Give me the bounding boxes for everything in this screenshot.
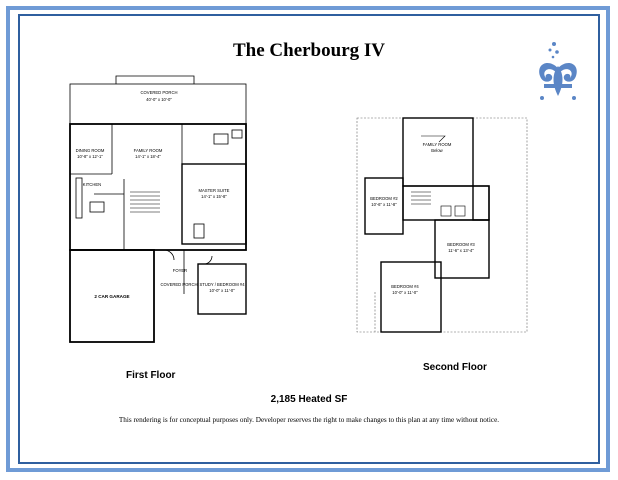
room-covered-porch: COVERED PORCH (141, 90, 178, 95)
room-kitchen: KITCHEN (83, 182, 101, 187)
room-master-dim: 14'-1" x 15'-8" (201, 194, 227, 199)
room-study: STUDY / BEDROOM #4 (199, 282, 245, 287)
room-master: MASTER SUITE (199, 188, 230, 193)
room-family-dim: 14'-1" x 18'-4" (135, 154, 161, 159)
room-bedroom-3-dim: 11'-6" x 13'-4" (448, 248, 474, 253)
room-foyer: FOYER (173, 268, 187, 273)
room-front-porch: COVERED PORCH (161, 282, 198, 287)
room-study-dim: 10'-0" x 11'-0" (209, 288, 235, 293)
room-family: FAMILY ROOM (134, 148, 163, 153)
second-floor-label: Second Floor (423, 362, 487, 373)
room-covered-porch-dim: 40'-0" x 10'-0" (146, 97, 172, 102)
room-bedroom-4-dim: 10'-0" x 11'-0" (392, 290, 418, 295)
fleur-de-lis-logo (539, 42, 577, 100)
first-floor-plan: COVERED PORCH 40'-0" x 10'-0" DINING ROO… (69, 75, 247, 343)
inner-border (18, 14, 600, 464)
room-garage: 2 CAR GARAGE (94, 294, 129, 299)
second-floor-plan: FAMILY ROOM Below BEDROOM #2 10'-6" x 11… (356, 117, 528, 333)
room-family-below-note: Below (431, 148, 443, 153)
first-floor-label: First Floor (126, 370, 176, 381)
disclaimer: This rendering is for conceptual purpose… (118, 416, 500, 424)
room-bedroom-2-dim: 10'-6" x 11'-8" (371, 202, 397, 207)
room-family-below: FAMILY ROOM (423, 142, 452, 147)
room-dining: DINING ROOM (76, 148, 105, 153)
room-bedroom-3: BEDROOM #3 (447, 242, 475, 247)
plan-title: The Cherbourg IV (232, 40, 385, 61)
room-bedroom-2: BEDROOM #2 (370, 196, 398, 201)
room-bedroom-4: BEDROOM #4 (391, 284, 419, 289)
heated-sf: 2,185 Heated SF (270, 394, 348, 405)
room-dining-dim: 10'-8" x 12'-1" (77, 154, 103, 159)
